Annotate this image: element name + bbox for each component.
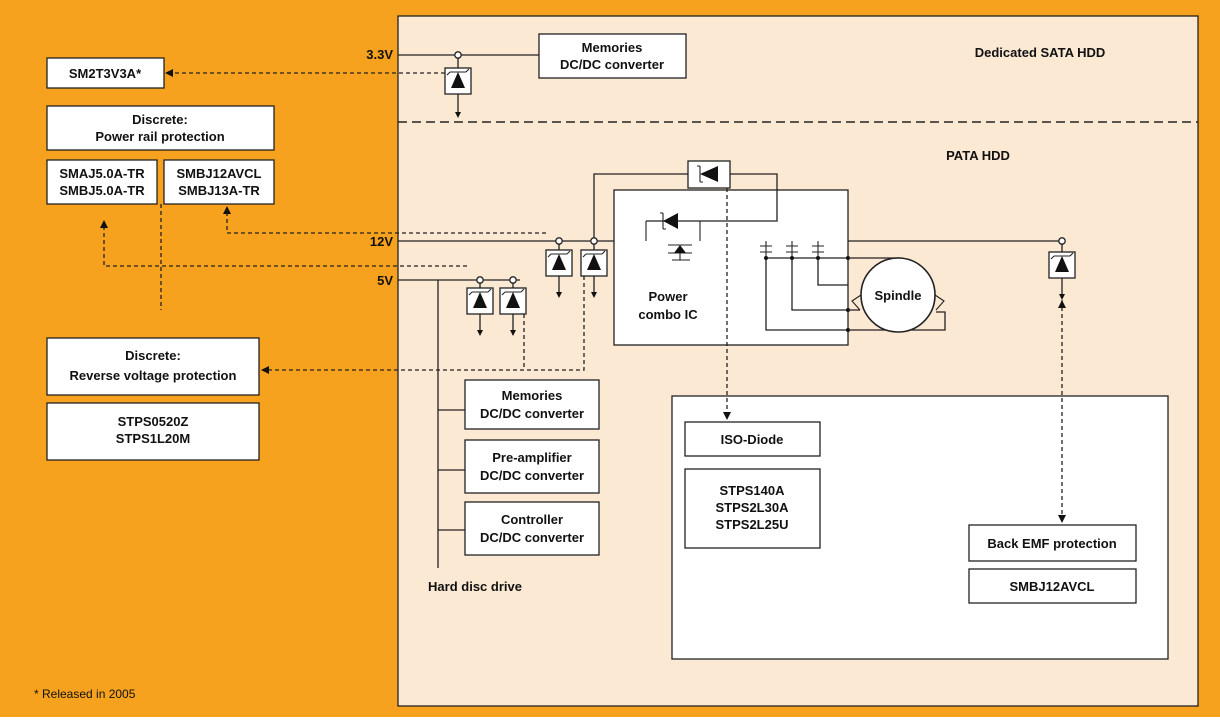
tvs-diode-12v-b	[580, 237, 608, 298]
power-combo-ic-line-1: combo IC	[638, 307, 698, 322]
power-combo-ic-line-0: Power	[648, 289, 687, 304]
memories-33v-box	[538, 33, 687, 79]
tvs-diode-12v-a	[545, 237, 573, 298]
link-smbj-12v-arrowhead	[223, 206, 231, 214]
tvs-diode-5v-a	[466, 276, 494, 336]
iso-diode-line-0: ISO-Diode	[721, 432, 784, 447]
smaj-parts-box	[46, 159, 158, 205]
rail-label-3v3: 3.3V	[366, 47, 393, 62]
stps-schottky-parts-box	[46, 402, 260, 461]
back-emf-parts-box	[968, 568, 1137, 604]
power-rail-protection-line-0: Discrete:	[132, 112, 188, 127]
power-rail-protection-line-1: Power rail protection	[95, 129, 224, 144]
smbj-parts-box	[163, 159, 275, 205]
preamplifier-line-0: Pre-amplifier	[492, 450, 571, 465]
tvs-diode-5v-b	[499, 276, 527, 336]
link-iso-diode-arrowhead	[723, 412, 731, 420]
reverse-voltage-protection-line-1: Reverse voltage protection	[70, 368, 237, 383]
reverse-voltage-protection-line-0: Discrete:	[125, 348, 181, 363]
footnote: * Released in 2005	[34, 687, 136, 701]
sm2t3v3a-box	[46, 57, 165, 89]
sata-section-label: Dedicated SATA HDD	[975, 45, 1106, 60]
driver-switches	[760, 241, 850, 332]
pata-section-label: PATA HDD	[946, 148, 1010, 163]
controller-line-0: Controller	[501, 512, 563, 527]
iso-diode-box	[684, 421, 821, 457]
smbj-parts-line-0: SMBJ12AVCL	[176, 166, 261, 181]
rail-label-5v: 5V	[377, 273, 393, 288]
tvs-diode-3v3	[444, 51, 472, 118]
power-rail-protection-box	[46, 105, 275, 151]
smbj-parts-line-1: SMBJ13A-TR	[178, 183, 260, 198]
link-smaj-5v	[103, 227, 467, 267]
iso-diode-parts-line-2: STPS2L25U	[716, 517, 789, 532]
memories-33v-line-0: Memories	[582, 40, 643, 55]
link-smbj-12v	[226, 213, 546, 234]
preamplifier-line-1: DC/DC converter	[480, 468, 584, 483]
mosfet-icon	[645, 212, 701, 261]
bus-5v-wire	[437, 280, 465, 568]
spindle-motor-icon	[851, 257, 945, 333]
link-back-emf-arrowhead	[1058, 515, 1066, 523]
iso-diode-feed-wire	[593, 173, 778, 241]
link-reverse-voltage-arrowhead	[261, 366, 269, 374]
power-combo-ic-box	[613, 189, 849, 346]
link-back-emf-arrowhead-top	[1058, 300, 1066, 308]
rail-label-12v: 12V	[370, 234, 393, 249]
spindle-label: Spindle	[875, 288, 922, 303]
iso-diode-parts-box	[684, 468, 821, 549]
iso-diode-parts-line-0: STPS140A	[719, 483, 785, 498]
stps-schottky-parts-line-1: STPS1L20M	[116, 431, 190, 446]
back-emf-parts-line-0: SMBJ12AVCL	[1009, 579, 1094, 594]
iso-diode-parts-line-1: STPS2L30A	[716, 500, 790, 515]
sm2t3v3a-line-0: SM2T3V3A*	[69, 66, 142, 81]
preamplifier-box	[464, 439, 600, 494]
link-smaj-5v-arrowhead	[100, 220, 108, 228]
tvs-diode-back-emf	[1048, 237, 1076, 300]
link-sm2t3v3a-arrowhead	[165, 69, 173, 77]
iso-diode-symbol	[687, 160, 731, 189]
back-emf-line-0: Back EMF protection	[987, 536, 1116, 551]
memories-33v-line-1: DC/DC converter	[560, 57, 664, 72]
back-emf-box	[968, 524, 1137, 562]
hard-disc-drive-label: Hard disc drive	[428, 579, 522, 594]
reverse-voltage-protection-box	[46, 337, 260, 396]
memories-5v-box	[464, 379, 600, 430]
smaj-parts-line-1: SMBJ5.0A-TR	[59, 183, 145, 198]
controller-box	[464, 501, 600, 556]
memories-5v-line-0: Memories	[502, 388, 563, 403]
stps-schottky-parts-line-0: STPS0520Z	[118, 414, 189, 429]
memories-5v-line-1: DC/DC converter	[480, 406, 584, 421]
controller-line-1: DC/DC converter	[480, 530, 584, 545]
smaj-parts-line-0: SMAJ5.0A-TR	[59, 166, 145, 181]
link-reverse-voltage	[268, 276, 585, 371]
